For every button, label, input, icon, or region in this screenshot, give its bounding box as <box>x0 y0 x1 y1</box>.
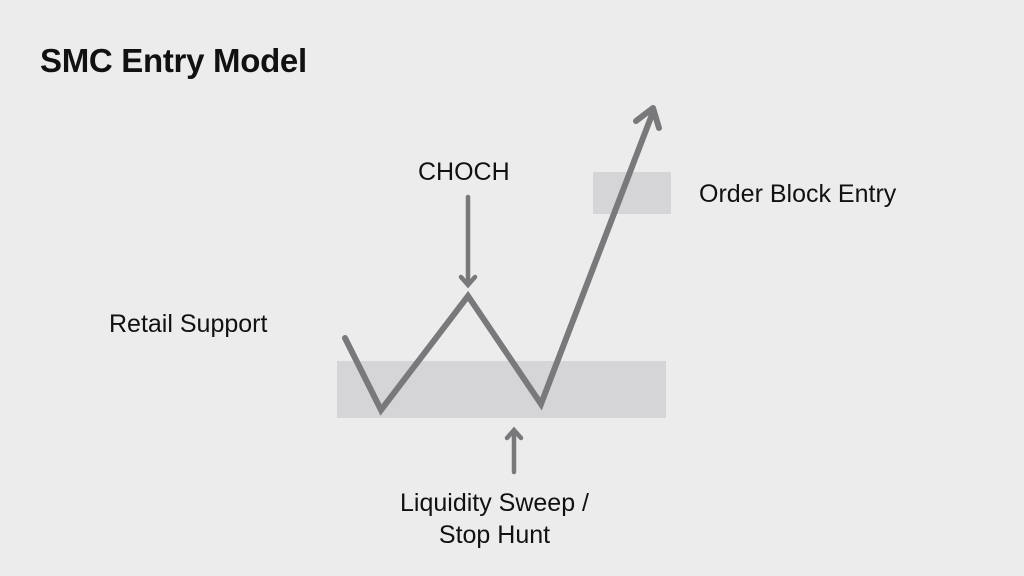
liquidity-arrowhead-icon <box>504 426 524 441</box>
diagram-title: SMC Entry Model <box>40 42 307 79</box>
retail-support-label: Retail Support <box>109 310 268 338</box>
price-arrowhead-icon <box>633 105 662 131</box>
choch-label: CHOCH <box>418 158 510 186</box>
liquidity-sweep-label: Liquidity Sweep / Stop Hunt <box>400 487 589 551</box>
liquidity-label-line1: Liquidity Sweep / <box>400 489 590 517</box>
order-block-label: Order Block Entry <box>699 180 897 208</box>
liquidity-label-line2: Stop Hunt <box>438 521 551 549</box>
choch-arrowhead-icon <box>458 274 478 289</box>
price-path <box>342 109 656 416</box>
order-block-zone <box>593 172 671 214</box>
retail-support-zone <box>337 361 666 418</box>
